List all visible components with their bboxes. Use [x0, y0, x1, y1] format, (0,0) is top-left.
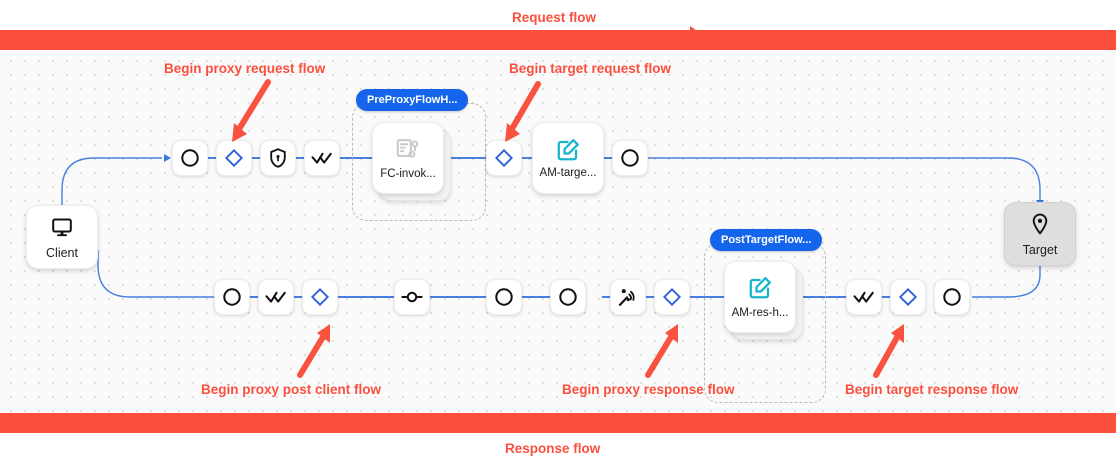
edge-segment — [646, 296, 654, 298]
antenna-icon — [618, 289, 635, 306]
circle-icon — [495, 288, 513, 306]
double-check-icon — [311, 152, 332, 164]
circle-icon — [181, 149, 199, 167]
diamond-icon — [494, 149, 514, 168]
step-req-target-begin[interactable] — [486, 140, 522, 176]
edge-segment — [882, 296, 890, 298]
step-res-target-begin[interactable] — [890, 279, 926, 315]
diamond-icon — [224, 149, 244, 168]
step-req-checks[interactable] — [304, 140, 340, 176]
diamond-icon — [310, 288, 330, 307]
shield-lock-icon — [270, 148, 286, 168]
policy-node-am-res-h-label: AM-res-h... — [731, 307, 789, 319]
endpoint-client-label: Client — [46, 245, 78, 260]
edge-segment — [252, 157, 260, 159]
request-flow-bar — [0, 30, 1116, 50]
circle-icon — [223, 288, 241, 306]
node-line-icon — [401, 291, 423, 303]
edge-segment — [602, 296, 610, 298]
edge-segment — [838, 296, 846, 298]
step-res-antenna[interactable] — [610, 279, 646, 315]
monitor-icon — [52, 218, 72, 236]
step-res-target-checks[interactable] — [846, 279, 882, 315]
edit-square-icon — [557, 138, 579, 161]
edge-segment — [430, 296, 486, 298]
edge-segment — [296, 157, 304, 159]
step-res-node[interactable] — [394, 279, 430, 315]
annotation-target-response: Begin target response flow — [845, 382, 1019, 397]
circle-icon — [621, 149, 639, 167]
step-res-postclient-begin[interactable] — [302, 279, 338, 315]
step-res-mid-2[interactable] — [550, 279, 586, 315]
edge-arrowhead-icon — [164, 153, 171, 162]
annotation-proxy-request: Begin proxy request flow — [164, 61, 326, 76]
endpoint-client[interactable]: Client — [26, 205, 98, 269]
edit-square-icon — [749, 277, 771, 299]
annotation-target-request: Begin target request flow — [509, 61, 672, 76]
edge-segment — [250, 296, 258, 298]
step-res-checks[interactable] — [258, 279, 294, 315]
policy-node-fc-invoke-label: FC-invok... — [380, 168, 436, 180]
pill-posttargetflow[interactable]: PostTargetFlow... — [710, 229, 823, 251]
edge-segment — [520, 157, 536, 159]
step-req-end[interactable] — [612, 140, 648, 176]
step-res-proxy-begin[interactable] — [654, 279, 690, 315]
double-check-icon — [853, 291, 874, 303]
policy-node-am-target[interactable]: AM-targe... — [532, 122, 604, 194]
edge-segment — [294, 296, 302, 298]
edge-segment — [338, 296, 394, 298]
step-res-mid-1[interactable] — [486, 279, 522, 315]
diagram-canvas[interactable]: PreProxyFlowH... PostTargetFlow... — [0, 50, 1116, 413]
step-req-security[interactable] — [260, 140, 296, 176]
edge-segment — [208, 157, 216, 159]
circle-icon — [559, 288, 577, 306]
double-check-icon — [265, 291, 286, 303]
endpoint-target[interactable]: Target — [1004, 202, 1076, 266]
flow-script-icon — [396, 139, 419, 158]
pill-preproxyflowhook[interactable]: PreProxyFlowH... — [356, 89, 469, 111]
edge-segment — [522, 296, 566, 298]
diamond-icon — [898, 288, 918, 307]
request-flow-arrowhead-icon — [690, 26, 710, 54]
response-flow-bar — [0, 413, 1116, 433]
endpoint-target-label: Target — [1022, 242, 1058, 257]
policy-node-am-target-label: AM-targe... — [539, 166, 597, 179]
edge-segment — [604, 157, 612, 159]
circle-icon — [943, 288, 961, 306]
annotation-post-client: Begin proxy post client flow — [201, 382, 382, 397]
request-flow-label: Request flow — [512, 10, 597, 25]
step-req-start[interactable] — [172, 140, 208, 176]
annotation-proxy-response: Begin proxy response flow — [562, 382, 735, 397]
diamond-icon — [662, 288, 682, 307]
location-pin-icon — [1032, 213, 1048, 235]
step-res-start[interactable] — [214, 279, 250, 315]
step-res-end[interactable] — [934, 279, 970, 315]
response-flow-label: Response flow — [505, 441, 601, 456]
